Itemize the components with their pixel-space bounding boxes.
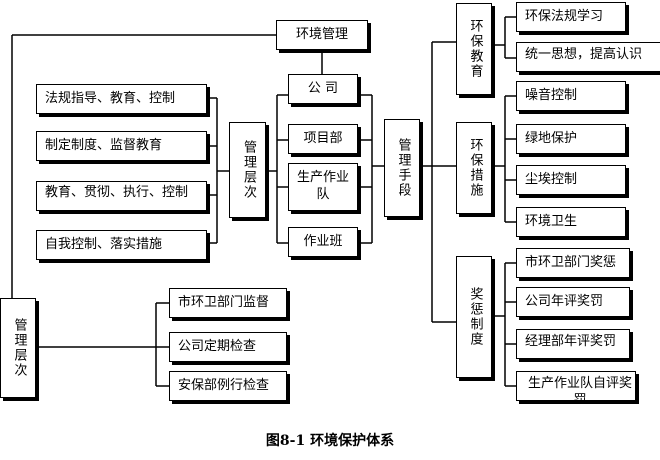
node-dust-control: 尘埃控制 bbox=[516, 165, 626, 195]
node-noise-control: 噪音控制 bbox=[516, 81, 626, 111]
figure-caption: 图8-1 环境保护体系 bbox=[265, 433, 395, 449]
node-educate-implement: 教育、贯彻、执行、控制 bbox=[36, 181, 207, 211]
node-regulation-guidance: 法规指导、教育、控制 bbox=[36, 84, 207, 114]
node-team-self-review: 生产作业队自评奖罚 bbox=[516, 371, 636, 401]
management-layers-label: 管理层次 bbox=[240, 140, 256, 200]
management-layers-lower-label: 管理层次 bbox=[11, 318, 27, 378]
node-reward-punishment-system: 奖惩制度 bbox=[456, 256, 492, 378]
node-management-layers-lower: 管理层次 bbox=[0, 298, 36, 398]
node-company-regular-inspection: 公司定期检查 bbox=[169, 332, 287, 362]
node-city-sanitation-supervision: 市环卫部门监督 bbox=[169, 288, 287, 318]
node-city-sanitation-rewards: 市环卫部门奖惩 bbox=[516, 248, 630, 278]
environmental-education-label: 环保教育 bbox=[467, 19, 483, 79]
node-security-dept-routine-check: 安保部例行检查 bbox=[169, 371, 287, 401]
node-production-team: 生产作业队 bbox=[288, 163, 358, 211]
node-project-department: 项目部 bbox=[288, 124, 358, 154]
node-work-shift: 作业班 bbox=[288, 227, 358, 257]
node-environmental-education: 环保教育 bbox=[456, 3, 492, 95]
node-environmental-measures: 环保措施 bbox=[456, 122, 492, 214]
production-team-label: 生产作业队 bbox=[297, 170, 350, 202]
node-self-control: 自我控制、落实措施 bbox=[36, 230, 207, 260]
node-green-protection: 绿地保护 bbox=[516, 124, 626, 154]
node-unify-thinking: 统一思想，提高认识 bbox=[516, 42, 660, 72]
node-environmental-sanitation: 环境卫生 bbox=[516, 207, 626, 237]
reward-system-label: 奖惩制度 bbox=[467, 287, 483, 347]
node-regulation-study: 环保法规学习 bbox=[516, 2, 626, 32]
node-company: 公 司 bbox=[288, 74, 358, 104]
node-management-layers: 管理层次 bbox=[229, 122, 266, 218]
node-management-means: 管理手段 bbox=[384, 119, 420, 217]
node-manager-dept-annual-review: 经理部年评奖罚 bbox=[516, 329, 630, 359]
environmental-measures-label: 环保措施 bbox=[467, 138, 483, 198]
node-set-rules-supervise: 制定制度、监督教育 bbox=[36, 131, 207, 161]
node-company-annual-review: 公司年评奖罚 bbox=[516, 287, 630, 317]
management-means-label: 管理手段 bbox=[395, 138, 411, 198]
node-environmental-management: 环境管理 bbox=[276, 20, 368, 50]
